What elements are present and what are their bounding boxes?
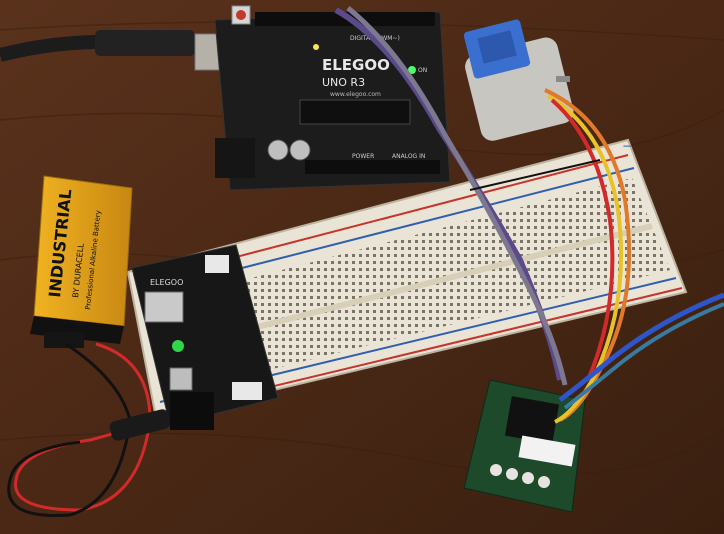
- power-module-brand-label: ELEGOO: [150, 278, 183, 287]
- wire-blue-right: [558, 292, 724, 402]
- arduino-url-label: www.elegoo.com: [330, 91, 381, 98]
- wire-black-rail: [469, 159, 601, 191]
- driver-board: [463, 379, 586, 513]
- arduino-board: [214, 5, 451, 191]
- arduino-brand-label: ELEGOO: [322, 56, 390, 74]
- arduino-analog-label: ANALOG IN: [392, 153, 425, 160]
- wire-red: [550, 98, 615, 381]
- barrel-jack-plug: [109, 409, 171, 441]
- arduino-model-label: UNO R3: [322, 76, 365, 89]
- breadboard-minus-label: −: [622, 139, 632, 153]
- power-module: [131, 244, 279, 430]
- arduino-power-label: POWER: [352, 153, 374, 160]
- driver-leds: [490, 464, 550, 488]
- battery-wire-red: [14, 342, 152, 512]
- wire-orange: [544, 88, 632, 422]
- usb-plug-body: [95, 30, 195, 56]
- arduino-on-label: ON: [418, 67, 427, 74]
- wire-gray-long: [346, 6, 568, 386]
- stepper-motor: [463, 19, 574, 141]
- battery-9v: [30, 175, 133, 348]
- battery-wire-black: [7, 342, 132, 518]
- wire-teal-right: [563, 302, 724, 410]
